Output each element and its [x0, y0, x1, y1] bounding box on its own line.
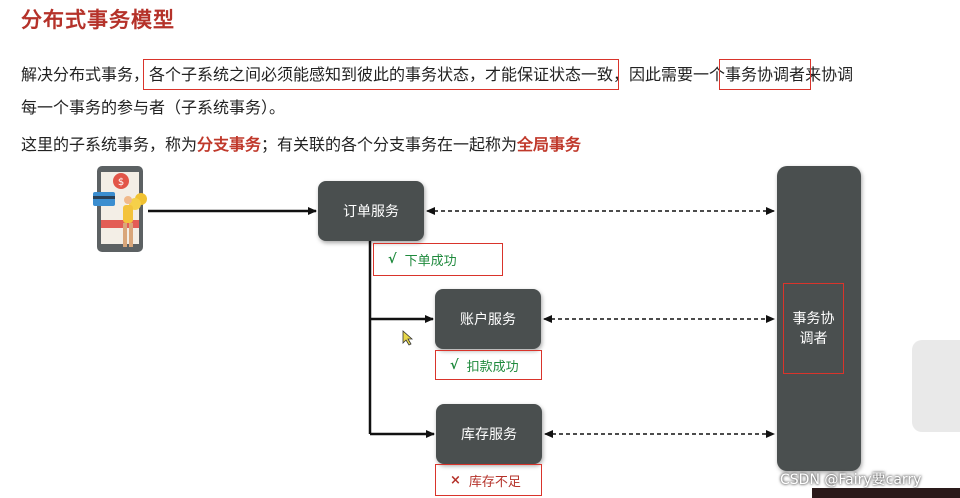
order-service-label: 订单服务	[343, 204, 399, 220]
transaction-coordinator-label: 事务协 调者	[783, 283, 844, 374]
order-status-box: √ 下单成功	[373, 243, 503, 276]
account-service-node: 账户服务	[435, 289, 541, 349]
cross-icon: ×	[450, 472, 461, 488]
svg-text:$: $	[118, 177, 124, 188]
paragraph-1-mid: ，因此需要一个	[613, 65, 726, 84]
bottom-banner	[812, 488, 960, 498]
account-status-text: 扣款成功	[466, 359, 519, 375]
paragraph-3-mid: ；有关联的各个分支事务在一起称为	[261, 135, 518, 154]
check-icon: √	[450, 357, 459, 373]
term-branch-transaction: 分支事务	[197, 135, 262, 154]
paragraph-1-pre: 解决分布式事务，	[21, 65, 150, 84]
side-decoration	[912, 340, 960, 432]
coordinator-label-line-2: 调者	[799, 330, 828, 347]
account-service-label: 账户服务	[460, 312, 516, 328]
paragraph-1: 解决分布式事务，各个子系统之间必须能感知到彼此的事务状态，才能保证状态一致，因此…	[21, 59, 854, 90]
highlight-awareness: 各个子系统之间必须能感知到彼此的事务状态，才能保证状态一致	[143, 59, 620, 90]
stock-service-node: 库存服务	[436, 404, 542, 464]
stock-service-label: 库存服务	[461, 427, 517, 443]
account-status-box: √ 扣款成功	[435, 350, 542, 380]
term-global-transaction: 全局事务	[517, 135, 582, 154]
order-status-text: 下单成功	[404, 254, 457, 269]
user-payment-illustration: $	[93, 166, 147, 252]
mouse-cursor-icon	[402, 330, 414, 346]
paragraph-1-post: 来协调	[805, 65, 854, 84]
watermark: CSDN @Fairy要carry	[780, 472, 922, 488]
stock-status-box: × 库存不足	[435, 464, 542, 496]
paragraph-2: 每一个事务的参与者（子系统事务）。	[21, 98, 286, 117]
coordinator-label-line-1: 事务协	[792, 310, 835, 327]
stock-status-text: 库存不足	[468, 474, 521, 490]
order-service-node: 订单服务	[318, 181, 424, 241]
paragraph-3-pre: 这里的子系统事务，称为	[21, 135, 198, 154]
highlight-coordinator: 事务协调者	[719, 59, 812, 90]
transaction-coordinator-node	[777, 166, 861, 471]
check-icon: √	[388, 252, 397, 267]
page-title: 分布式事务模型	[21, 8, 175, 32]
paragraph-3: 这里的子系统事务，称为分支事务；有关联的各个分支事务在一起称为全局事务	[21, 131, 581, 155]
